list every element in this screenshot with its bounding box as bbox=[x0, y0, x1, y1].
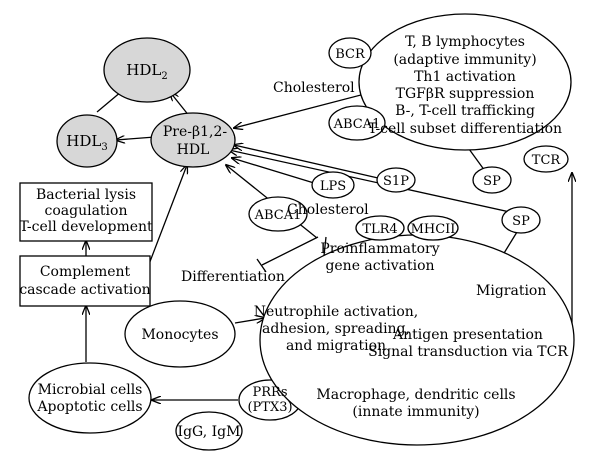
lps-label: LPS bbox=[320, 179, 346, 194]
lymphocytes-line-5: B-, T-cell trafficking bbox=[395, 103, 535, 119]
abca1-right-node bbox=[328, 105, 386, 141]
hdl3-node bbox=[56, 114, 118, 168]
edge-monocytes-to-macrophage bbox=[234, 318, 265, 324]
microbial-line-2: Apoptotic cells bbox=[36, 399, 142, 415]
ig-label: IgG, IgM bbox=[178, 424, 241, 440]
hdl2-node bbox=[103, 37, 191, 103]
bacterial-lysis-line-1: Bacterial lysis bbox=[36, 187, 136, 203]
cholesterol-top-label: Cholesterol bbox=[273, 80, 355, 96]
monocytes-node bbox=[124, 300, 236, 368]
monocytes-label: Monocytes bbox=[141, 327, 218, 343]
migration-label: Migration bbox=[476, 283, 546, 299]
lymphocytes-node bbox=[358, 13, 572, 151]
bacterial-lysis-line-3: T-cell development bbox=[19, 219, 153, 235]
complement-line-1: Complement bbox=[40, 264, 131, 280]
sp-right-node bbox=[501, 206, 541, 234]
sp-top-label: SP bbox=[483, 174, 501, 189]
neutrophile-line-3: and migration bbox=[286, 338, 386, 354]
tcr-label: TCR bbox=[532, 153, 562, 168]
bacterial-lysis-box bbox=[19, 182, 153, 242]
edge-s1p-to-pre bbox=[234, 145, 379, 179]
pre-beta-hdl-node bbox=[150, 112, 236, 168]
edge-pre-to-hdl3 bbox=[116, 137, 156, 140]
mhcii-label: MHCII bbox=[411, 222, 456, 237]
bcr-label: BCR bbox=[335, 47, 366, 62]
lymphocytes-line-4: TGFβR suppression bbox=[396, 86, 535, 102]
prrs-line-2: (PTX3) bbox=[247, 400, 292, 415]
sp-top-node bbox=[472, 166, 512, 194]
edge-complement-to-pre bbox=[145, 165, 187, 273]
s1p-label: S1P bbox=[383, 174, 409, 189]
edge-abca1-inhibits-macrophage bbox=[261, 236, 319, 266]
hdl2-label: HDL2 bbox=[126, 61, 167, 82]
cholesterol-mid-label: Cholesterol bbox=[287, 202, 369, 218]
lymphocytes-line-6: T-cell subset differentiation bbox=[368, 121, 562, 137]
s1p-node bbox=[376, 167, 416, 193]
tcr-node bbox=[523, 145, 569, 173]
lps-node bbox=[311, 171, 355, 199]
bacterial-lysis-line-2: coagulation bbox=[45, 203, 128, 219]
neutrophile-line-2: adhesion, spreading, bbox=[262, 321, 410, 337]
pre-beta-label-2: HDL bbox=[177, 142, 210, 158]
proinflammatory-line-1: Proinflammatory bbox=[320, 241, 439, 257]
lymphocytes-line-1: T, B lymphocytes bbox=[405, 34, 525, 50]
macrophage-title-line-1: Macrophage, dendritic cells bbox=[316, 387, 515, 403]
mhcii-node bbox=[407, 215, 459, 241]
pre-beta-label-1: Pre-β1,2- bbox=[163, 124, 227, 140]
antigen-line-1: Antigen presentation bbox=[392, 327, 543, 343]
prrs-line-1: PRRs bbox=[253, 385, 288, 400]
bcr-node bbox=[328, 37, 372, 69]
complement-box bbox=[19, 255, 151, 307]
lymphocytes-line-3: Th1 activation bbox=[414, 69, 516, 85]
abca1-left-label: ABCA1 bbox=[254, 208, 302, 223]
complement-line-2: cascade activation bbox=[19, 282, 150, 298]
edge-sp-right-to-pre bbox=[229, 150, 511, 213]
tlr4-node bbox=[355, 215, 405, 241]
tlr4-label: TLR4 bbox=[362, 222, 397, 237]
lymphocytes-line-2: (adaptive immunity) bbox=[393, 52, 536, 68]
microbial-line-1: Microbial cells bbox=[38, 382, 143, 398]
edge-lps-to-pre bbox=[232, 158, 315, 184]
neutrophile-line-1: Neutrophile activation, bbox=[254, 304, 419, 320]
edges bbox=[86, 82, 572, 400]
abca1-left-node bbox=[248, 196, 308, 232]
hdl3-label: HDL3 bbox=[66, 132, 107, 153]
microbial-node bbox=[28, 362, 152, 434]
macrophage-title-line-2: (innate immunity) bbox=[352, 404, 479, 420]
proinflammatory-line-2: gene activation bbox=[325, 258, 434, 274]
ig-node bbox=[175, 411, 243, 451]
differentiation-label: Differentiation bbox=[181, 269, 285, 285]
sp-right-label: SP bbox=[512, 214, 530, 229]
edge-abca1-inhibit-bar bbox=[256, 258, 267, 273]
antigen-line-2: Signal transduction via TCR bbox=[368, 344, 568, 360]
abca1-right-label: ABCA1 bbox=[333, 117, 381, 132]
